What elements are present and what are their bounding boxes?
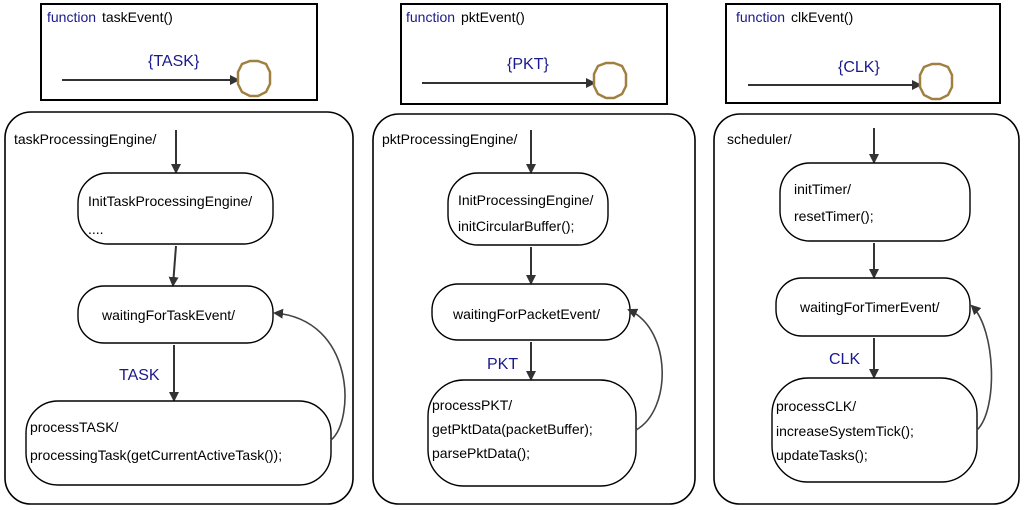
state-init bbox=[447, 172, 609, 246]
state-init-line-1: InitProcessingEngine/ bbox=[458, 192, 594, 208]
terminal-octagon-icon bbox=[918, 62, 954, 101]
state-init-line-2: .... bbox=[88, 221, 104, 237]
state-process-line-3: parsePktData(); bbox=[432, 445, 530, 461]
machine-label: taskProcessingEngine/ bbox=[14, 131, 157, 147]
machine-label: pktProcessingEngine/ bbox=[382, 131, 518, 147]
signal-label: {TASK} bbox=[148, 53, 200, 70]
signal-label: {PKT} bbox=[507, 56, 549, 73]
transition-label: CLK bbox=[829, 351, 860, 368]
function-name: taskEvent() bbox=[102, 9, 173, 25]
state-waiting-label: waitingForTaskEvent/ bbox=[101, 307, 235, 323]
function-keyword: function bbox=[47, 9, 96, 25]
state-init-line-1: initTimer/ bbox=[794, 181, 851, 197]
state-process-line-2: processingTask(getCurrentActiveTask()); bbox=[30, 447, 282, 463]
machine-label: scheduler/ bbox=[727, 131, 792, 147]
function-box-clk: function clkEvent() {CLK} bbox=[725, 3, 1001, 104]
state-process-line-2: getPktData(packetBuffer); bbox=[432, 421, 593, 437]
function-name: clkEvent() bbox=[791, 9, 853, 25]
state-init-line-1: InitTaskProcessingEngine/ bbox=[88, 193, 252, 209]
state-init bbox=[77, 172, 274, 245]
transition-label: TASK bbox=[119, 367, 160, 384]
state-init-line-2: resetTimer(); bbox=[794, 208, 874, 224]
function-box-task: function taskEvent() {TASK} bbox=[40, 3, 318, 101]
function-name: pktEvent() bbox=[461, 9, 525, 25]
state-process bbox=[25, 400, 332, 486]
terminal-octagon-icon bbox=[236, 59, 272, 98]
state-process-line-1: processCLK/ bbox=[776, 398, 856, 414]
state-process bbox=[427, 379, 637, 487]
state-init bbox=[779, 162, 971, 242]
column-task: function taskEvent() {TASK} taskProcessi… bbox=[4, 3, 354, 505]
state-waiting-label: waitingForPacketEvent/ bbox=[452, 306, 600, 322]
process-to-wait-loop-arrow bbox=[273, 308, 346, 441]
column-pkt: function pktEvent() {PKT} pktProcessingE… bbox=[372, 3, 696, 505]
function-keyword: function bbox=[406, 9, 455, 25]
state-waiting-label: waitingForTimerEvent/ bbox=[799, 299, 940, 315]
state-process-line-1: processTASK/ bbox=[30, 419, 119, 435]
transition-label: PKT bbox=[487, 356, 518, 373]
state-process-line-2: increaseSystemTick(); bbox=[776, 423, 914, 439]
process-to-wait-loop-arrow bbox=[627, 308, 663, 431]
state-waiting bbox=[77, 285, 274, 344]
column-clk: function clkEvent() {CLK} scheduler/ ini… bbox=[713, 3, 1020, 505]
process-to-wait-loop-arrow bbox=[970, 304, 993, 431]
state-init-line-2: initCircularBuffer(); bbox=[458, 218, 574, 234]
state-process-line-1: processPKT/ bbox=[432, 397, 512, 413]
terminal-octagon-icon bbox=[592, 61, 628, 100]
state-process-line-3: updateTasks(); bbox=[776, 447, 868, 463]
signal-label: {CLK} bbox=[838, 59, 880, 76]
state-waiting bbox=[775, 277, 971, 337]
init-to-wait-arrow bbox=[168, 245, 179, 287]
function-box-pkt: function pktEvent() {PKT} bbox=[400, 3, 668, 105]
function-keyword: function bbox=[736, 9, 785, 25]
